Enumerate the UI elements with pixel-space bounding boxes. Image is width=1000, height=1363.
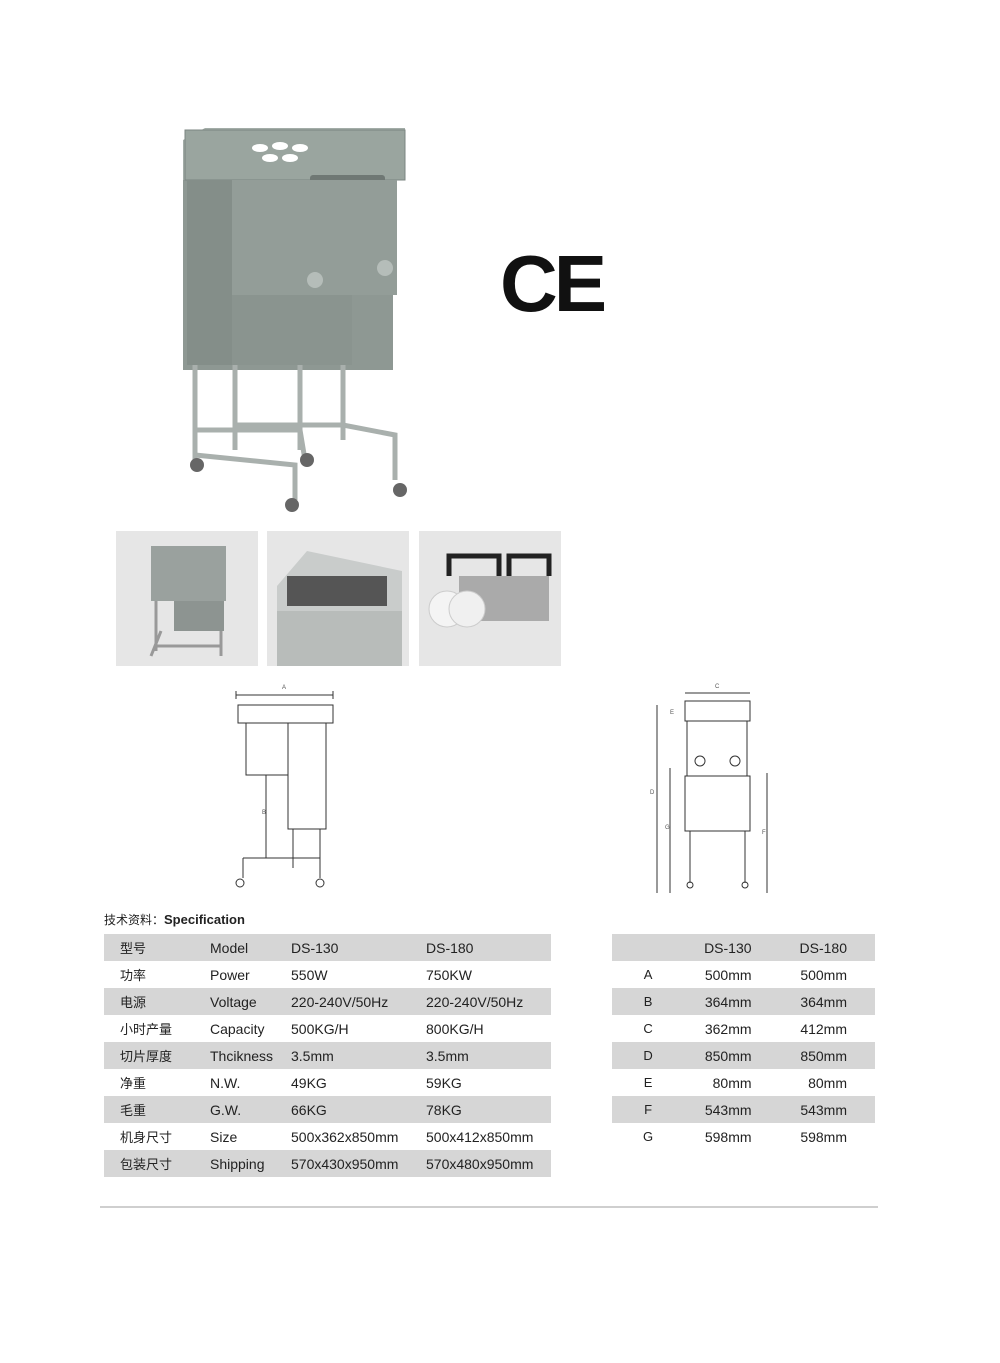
spec-heading: 技术资料：Specification [104,911,245,928]
table-row: A 500mm 500mm [612,961,875,988]
spec-cell-ds180: 78KG [426,1096,551,1123]
spec-cell-ds180: 750KW [426,966,472,983]
dimension-label-e: E [670,710,675,716]
spec-cell-ds180: 570x480x950mm [426,1150,551,1177]
dim-cell-ds130: 362mm [704,1020,752,1037]
thumbnail-blade-assembly [419,531,561,666]
dimension-label-d: D [650,790,655,796]
dimension-label-c: C [715,684,720,690]
table-row: 净重 N.W. 49KG 59KG [104,1069,551,1096]
dim-cell-label: F [612,1096,685,1123]
spec-cell-cn: 机身尺寸 [120,1131,173,1146]
spec-cell-ds130: 3.5mm [291,1042,426,1069]
spec-cell-ds130: 570x430x950mm [291,1150,426,1177]
table-row: E 80mm 80mm [612,1069,875,1096]
spec-cell-ds130: 220-240V/50Hz [291,988,426,1015]
front-view-drawing [656,692,768,893]
spec-cell-cn: 切片厚度 [104,1042,210,1069]
spec-cell-cn: 电源 [104,988,210,1015]
spec-cell-ds130: 49KG [291,1074,327,1091]
spec-cell-ds180: 800KG/H [426,1020,484,1037]
dim-cell-ds130: 80mm [712,1074,752,1091]
dim-cell-ds180: 80mm [808,1074,847,1091]
dimension-label-f: F [762,830,766,836]
spec-cell-ds180: DS-180 [426,934,551,961]
dim-cell-label: G [642,1129,654,1144]
dim-cell-ds180: 500mm [800,966,847,983]
thumbnail-top-hopper [267,531,409,666]
dim-cell-ds180: 850mm [779,1042,875,1069]
spec-cell-en: Thcikness [210,1042,291,1069]
spec-cell-ds180: 59KG [426,1074,462,1091]
dim-cell-ds130: 500mm [704,966,752,983]
side-view-drawing [235,691,334,888]
spec-heading-cn: 技术资料： [104,913,165,927]
spec-cell-en: G.W. [210,1096,291,1123]
header-ds180: DS-180 [779,934,875,961]
table-row: 功率 Power 550W 750KW [104,961,551,988]
dimension-label-g: G [665,825,670,831]
spec-heading-en: Specification [164,912,245,927]
dimension-label-b: B [262,810,267,816]
dim-cell-ds130: 364mm [684,988,780,1015]
spec-cell-cn: 小时产量 [120,1023,173,1038]
dim-cell-ds180: 543mm [779,1096,875,1123]
dim-cell-ds130: 543mm [684,1096,780,1123]
spec-cell-en: Shipping [210,1150,291,1177]
thumbnail-machine-side [116,531,258,666]
spec-cell-ds130: 500x362x850mm [291,1128,399,1145]
spec-cell-en: Size [210,1128,238,1145]
dim-cell-label: D [612,1042,685,1069]
dim-cell-label: A [643,967,653,982]
spec-cell-ds130: 66KG [291,1096,426,1123]
dim-cell-label: C [643,1021,653,1036]
spec-cell-ds180: 220-240V/50Hz [426,988,551,1015]
header-ds130: DS-130 [684,934,780,961]
dim-cell-ds180: 412mm [800,1020,847,1037]
table-row: G 598mm 598mm [612,1123,875,1150]
dimension-table-header: DS-130 DS-180 [612,934,875,961]
table-row: 机身尺寸 Size 500x362x850mm 500x412x850mm [104,1123,551,1150]
table-row: C 362mm 412mm [612,1015,875,1042]
spec-cell-ds180: 500x412x850mm [426,1128,534,1145]
dimension-label-a: A [282,685,287,691]
dim-cell-ds180: 598mm [800,1128,847,1145]
spec-cell-ds130: DS-130 [291,934,426,961]
dim-cell-ds130: 850mm [684,1042,780,1069]
spec-cell-ds130: 550W [291,966,328,983]
spec-cell-ds130: 500KG/H [291,1020,349,1037]
spec-cell-en: Power [210,966,250,983]
spec-cell-en: Model [210,934,291,961]
footer-divider [100,1206,878,1208]
spec-cell-cn: 净重 [120,1077,147,1092]
spec-cell-ds180: 3.5mm [426,1042,551,1069]
spec-cell-cn: 包装尺寸 [104,1150,210,1177]
ce-mark-logo: CE [500,239,607,328]
dim-cell-ds180: 364mm [779,988,875,1015]
spec-cell-cn: 型号 [104,934,210,961]
machine-main-image [183,128,407,512]
spec-cell-cn: 功率 [120,969,147,984]
spec-cell-en: N.W. [210,1074,241,1091]
header-blank [612,934,685,961]
table-row: 小时产量 Capacity 500KG/H 800KG/H [104,1015,551,1042]
spec-cell-cn: 毛重 [104,1096,210,1123]
dim-cell-label: B [612,988,685,1015]
dim-cell-ds130: 598mm [704,1128,752,1145]
spec-cell-en: Capacity [210,1020,265,1037]
spec-cell-en: Voltage [210,988,291,1015]
dim-cell-label: E [643,1075,653,1090]
